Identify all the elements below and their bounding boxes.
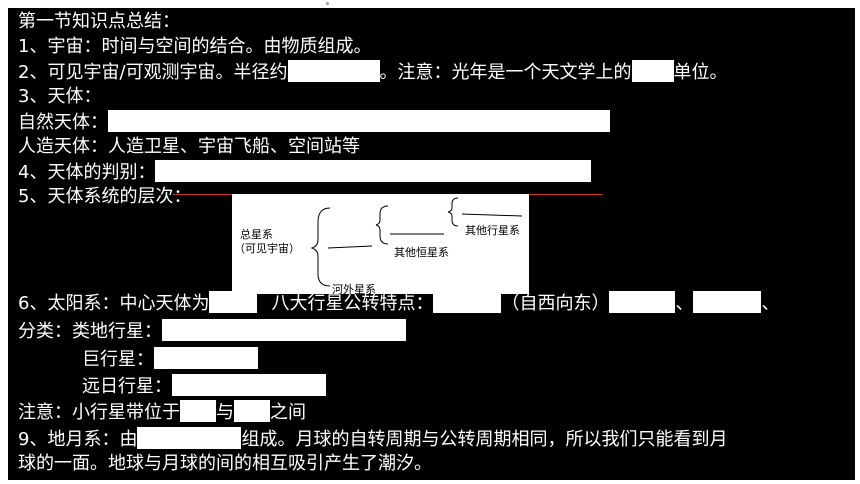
point-9: 9、地月系：由 组成。月球的自转周期与公转周期相同，所以我们只能看到月 <box>18 427 727 452</box>
brace-1-icon <box>310 207 331 287</box>
far-label: 远日行星： <box>82 376 172 397</box>
diagram-outside: 河外星系 <box>332 283 376 294</box>
diagram-root-label: 总星系 <box>240 227 273 241</box>
blank-feature-3 <box>693 291 762 313</box>
diagram-other-stars: 其他恒星系 <box>394 246 449 259</box>
blank-feature-1 <box>433 291 502 313</box>
section-title: 第一节知识点总结： <box>18 11 180 32</box>
blank-belt-1 <box>180 400 216 422</box>
point-4-label: 4、天体的判别： <box>18 162 156 183</box>
blank-giant <box>154 347 258 369</box>
blank-radius <box>287 60 380 82</box>
blank-judgement <box>155 160 592 182</box>
artificial-bodies: 人造天体：人造卫星、宇宙飞船、空间站等 <box>18 136 360 157</box>
hierarchy-diagram: 总星系 （可见宇宙） 河外星系 其他恒星系 其他行星系 <box>232 194 529 296</box>
brace-3-icon <box>447 197 459 227</box>
classify-terrestrial: 分类：类地行星： <box>18 319 406 344</box>
point-2-text-c: 单位。 <box>673 62 728 83</box>
note-asteroid-belt: 注意：小行星带位于 与 之间 <box>18 400 306 425</box>
diagram-line-3 <box>461 213 523 217</box>
slide: 第一节知识点总结： 1、宇宙：时间与空间的结合。由物质组成。 2、可见宇宙/可观… <box>8 8 855 480</box>
blank-earth-moon <box>137 427 242 449</box>
point-9-cont: 球的一面。地球与月球的间的相互吸引产生了潮汐。 <box>18 453 432 474</box>
diagram-line-1 <box>327 245 373 249</box>
point-2: 2、可见宇宙/可观测宇宙。半径约 。注意：光年是一个天文学上的 单位。 <box>18 60 728 85</box>
blank-belt-2 <box>234 400 270 422</box>
blank-natural-bodies <box>108 110 610 132</box>
point-6-text-b: 八大行星公转特点： <box>271 293 434 314</box>
blank-unit <box>631 60 674 82</box>
point-6: 6、太阳系：中心天体为 八大行星公转特点： （自西向东） 、 、 <box>18 291 779 316</box>
point-2-text-a: 2、可见宇宙/可观测宇宙。半径约 <box>18 62 288 83</box>
blank-far <box>172 374 326 396</box>
blank-center-body <box>209 291 258 313</box>
note-text-b: 与 <box>216 402 234 423</box>
classify-giant: 巨行星： <box>82 347 258 372</box>
point-9-text-b: 组成。月球的自转周期与公转周期相同，所以我们只能看到月 <box>241 429 728 450</box>
point-6-text-a: 6、太阳系：中心天体为 <box>18 293 210 314</box>
natural-bodies: 自然天体： <box>18 110 610 135</box>
point-1: 1、宇宙：时间与空间的结合。由物质组成。 <box>18 36 372 57</box>
note-text-a: 注意：小行星带位于 <box>18 402 180 423</box>
point-6-text-c: （自西向东） <box>501 293 610 314</box>
natural-bodies-label: 自然天体： <box>18 112 108 133</box>
point-6-text-d: 、 <box>675 293 694 314</box>
point-5: 5、天体系统的层次： <box>18 186 192 207</box>
point-9-text-a: 9、地月系：由 <box>18 429 138 450</box>
classify-label: 分类：类地行星： <box>18 321 162 342</box>
note-text-c: 之间 <box>270 402 306 423</box>
point-2-text-b: 。注意：光年是一个天文学上的 <box>379 62 632 83</box>
diagram-root-sub: （可见宇宙） <box>234 241 300 255</box>
blank-feature-2 <box>609 291 676 313</box>
brace-2-icon <box>375 205 389 245</box>
diagram-other-planets: 其他行星系 <box>465 224 520 237</box>
point-3: 3、天体： <box>18 86 102 107</box>
classify-far: 远日行星： <box>82 374 326 399</box>
decorative-dot <box>326 2 329 5</box>
point-6-text-e: 、 <box>761 293 780 314</box>
point-4: 4、天体的判别： <box>18 160 592 185</box>
giant-label: 巨行星： <box>82 349 154 370</box>
blank-terrestrial <box>162 319 406 341</box>
